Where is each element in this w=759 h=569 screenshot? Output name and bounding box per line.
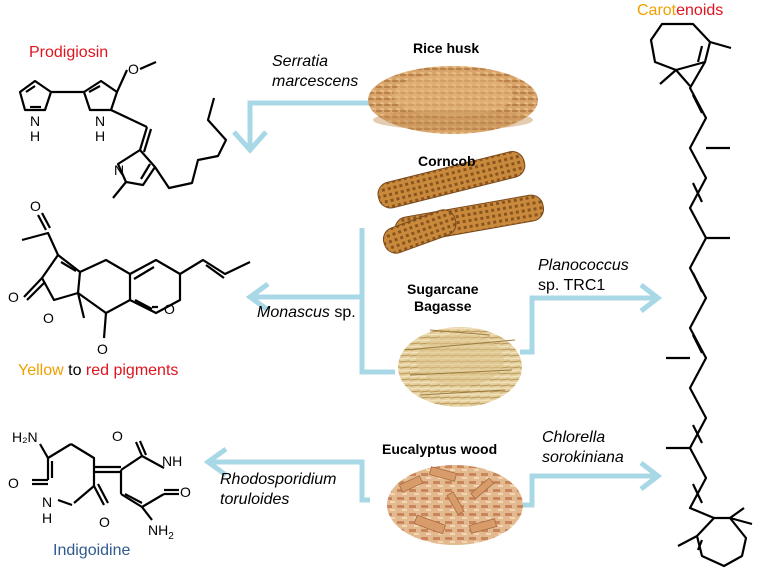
pigment-prodigiosin-label: Prodigiosin (29, 44, 109, 61)
pigment-yellow-red-label: Yellow to red pigments (18, 362, 178, 380)
svg-text:NH2: NH2 (148, 522, 174, 542)
carotenoid-structure (649, 22, 753, 568)
svg-text:O: O (99, 514, 110, 530)
svg-text:O: O (8, 475, 19, 491)
svg-text:NH: NH (162, 453, 182, 469)
substrate-corncob-label: Corncob (418, 153, 476, 169)
carot-part-1: Carot (637, 2, 677, 19)
substrate-eucalyptus-label: Eucalyptus wood (382, 441, 498, 457)
svg-text:H: H (95, 128, 105, 144)
svg-text:N: N (114, 162, 124, 178)
serratia-line-2: marcescens (272, 73, 359, 90)
svg-text:O: O (164, 301, 175, 317)
sugarcane-bagasse-image (398, 327, 522, 407)
svg-text:O: O (43, 310, 54, 326)
eucalyptus-wood-image (387, 465, 523, 545)
sugarcane-line-2: Bagasse (414, 298, 472, 314)
arrow-plano-to-carotenoids (520, 283, 663, 355)
pigment-carotenoids-label: Carotenoids (637, 2, 723, 20)
svg-text:O: O (8, 289, 19, 305)
arrow-monascus-to-yellow-red (245, 228, 395, 375)
indigoidine-atoms: H₂N O N H O O NH O NH2 (8, 428, 191, 542)
organism-planococcus-label: Planococcus sp. TRC1 (538, 256, 629, 296)
pigment-indigoidine-label: Indigoidine (53, 542, 131, 559)
plano-line-1: Planococcus (538, 257, 629, 274)
prodigiosin-structure (18, 60, 228, 199)
monascus-pigment-atoms: O O O O O (8, 198, 175, 357)
plano-line-2: sp. TRC1 (538, 277, 606, 294)
organism-monascus-label: Monascus sp. (257, 304, 356, 322)
arrow-rhodo-to-indigoidine (203, 446, 370, 503)
monascus-genus: Monascus (257, 304, 330, 321)
corncob-image (377, 151, 545, 254)
carot-part-2: enoids (676, 2, 724, 19)
rhodo-line-1: Rhodosporidium (220, 471, 337, 488)
chlorella-line-2: sorokiniana (542, 449, 624, 466)
to-word: to (63, 362, 86, 379)
red-pigments-word: red pigments (85, 362, 179, 379)
rice-husk-image (368, 66, 538, 134)
svg-text:N: N (42, 494, 52, 510)
svg-text:H: H (30, 128, 40, 144)
prodigiosin-atoms: N H N H O N (30, 61, 139, 178)
rhodo-line-2: toruloides (220, 491, 290, 508)
monascus-suffix: sp. (329, 304, 356, 321)
svg-text:O: O (128, 61, 139, 77)
svg-text:O: O (180, 484, 191, 500)
svg-text:O: O (97, 341, 108, 357)
arrow-rice-to-prodigiosin (232, 100, 370, 154)
substrate-sugarcane-label: Sugarcane Bagasse (407, 281, 479, 315)
svg-text:N: N (95, 113, 105, 129)
yellow-word: Yellow (18, 362, 64, 379)
svg-text:O: O (30, 198, 41, 214)
svg-text:N: N (30, 113, 40, 129)
indigoidine-structure (32, 440, 179, 521)
svg-text:O: O (112, 428, 123, 444)
svg-text:H₂N: H₂N (12, 429, 38, 445)
substrate-rice-husk-label: Rice husk (413, 40, 480, 56)
organism-chlorella-label: Chlorella sorokiniana (542, 428, 624, 468)
organism-serratia-label: Serratia marcescens (272, 52, 358, 92)
serratia-line-1: Serratia (272, 53, 329, 70)
svg-text:H: H (42, 510, 52, 526)
sugarcane-line-1: Sugarcane (407, 281, 479, 297)
arrow-chlorella-to-carotenoids (520, 461, 663, 508)
monascus-pigment-structure (21, 212, 251, 339)
chlorella-line-1: Chlorella (542, 429, 606, 446)
organism-rhodosporidium-label: Rhodosporidium toruloides (220, 470, 337, 510)
